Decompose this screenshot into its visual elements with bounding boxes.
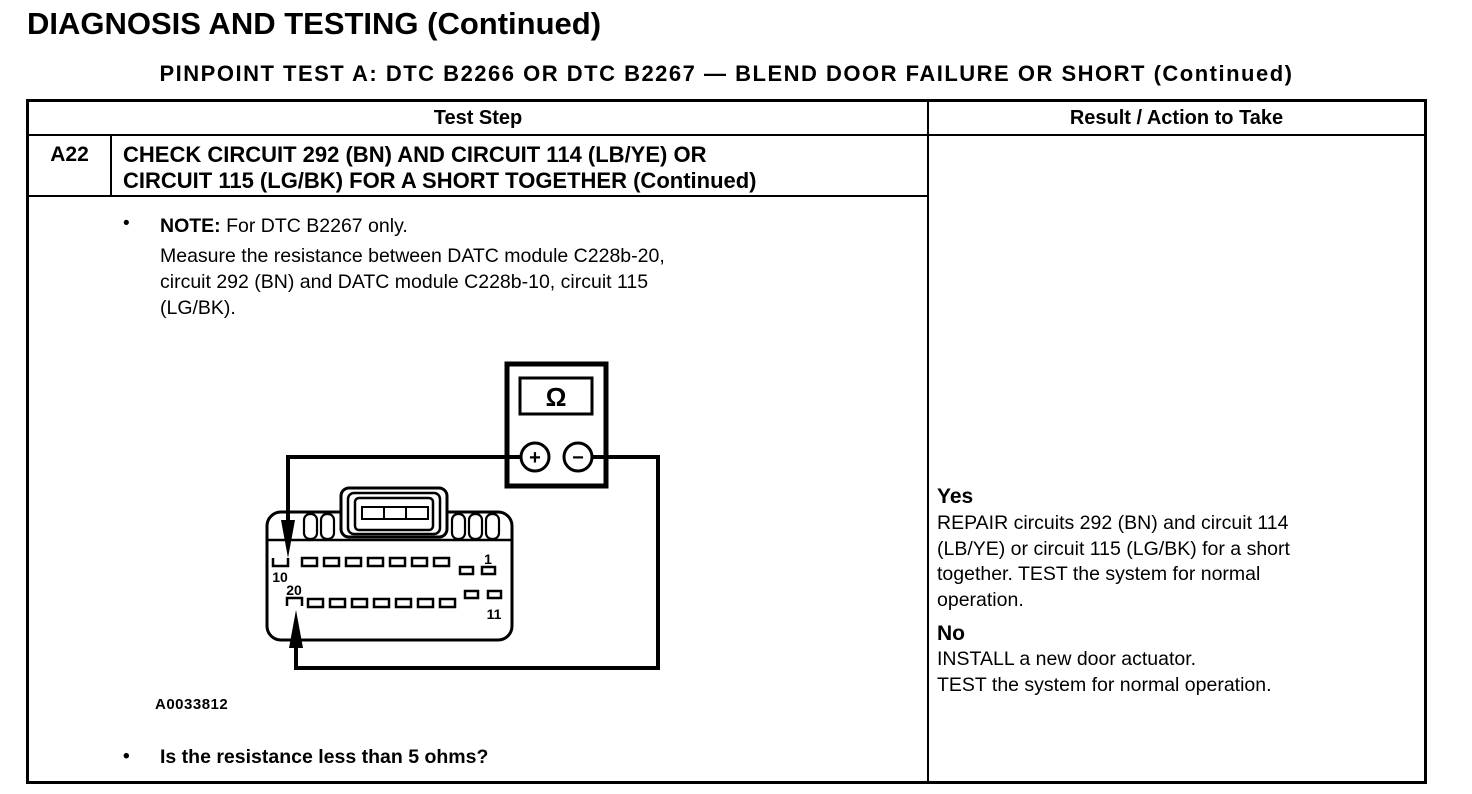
no-action-text: INSTALL a new door actuator. TEST the sy… [937,647,1272,698]
negative-terminal [562,441,594,473]
test-connection-diagram: 1 10 20 11 Ω + − [265,361,660,670]
pin10-slot [271,558,290,568]
pin1-label: 1 [484,551,492,567]
pin-slot [344,556,363,568]
pin20-label: 20 [286,582,302,598]
column-header-result-action: Result / Action to Take [929,102,1424,136]
note-text-block: NOTE: For DTC B2267 only. Measure the re… [160,213,700,321]
pin-slot [388,556,407,568]
no-label: No [937,622,965,645]
pin1-slot [480,565,497,576]
bullet-icon: • [123,213,130,234]
pin-slot [458,565,475,576]
minus-symbol: − [572,447,584,469]
pin-slot [300,556,319,568]
connector-rib [484,512,501,541]
pin20-slot [285,596,304,606]
pin10-label: 10 [272,569,288,585]
page-title: DIAGNOSIS AND TESTING (Continued) [27,6,602,41]
pin10-arrow-icon [281,520,295,558]
negative-lead-wire [294,455,660,670]
pin-slot [410,556,429,568]
instruction-text: Measure the resistance between DATC modu… [160,245,665,319]
pin-slot [372,597,391,609]
positive-terminal [519,441,551,473]
connector-rib [450,512,467,541]
step-header-row: A22 CHECK CIRCUIT 292 (BN) AND CIRCUIT 1… [29,136,927,197]
question-row: • Is the resistance less than 5 ohms? [123,746,488,769]
pin-slot [328,597,347,609]
connector-rib [302,512,319,541]
test-step-cell: A22 CHECK CIRCUIT 292 (BN) AND CIRCUIT 1… [29,136,929,781]
pin-slot [366,556,385,568]
pin-slot [432,556,451,568]
connector-rib [319,512,336,541]
result-action-cell: Yes REPAIR circuits 292 (BN) and circuit… [929,136,1424,781]
positive-lead-wire [286,455,521,522]
note-text: For DTC B2267 only. [226,215,408,237]
pin-slot [438,597,457,609]
no-action-line: INSTALL a new door actuator. [937,648,1197,670]
pin-slot [306,597,325,609]
pin11-label: 11 [487,606,502,622]
note-line: NOTE: For DTC B2267 only. [160,213,700,239]
question-text: Is the resistance less than 5 ohms? [160,746,489,768]
connector-rib [467,512,484,541]
pin-slot [394,597,413,609]
step-id: A22 [29,136,112,195]
figure-id: A0033812 [155,696,229,713]
pin20-arrow-icon [289,610,303,648]
plus-symbol: + [529,447,541,469]
pin-slot [350,597,369,609]
pin-slot [463,589,480,600]
pinpoint-test-table: Test Step Result / Action to Take A22 CH… [26,99,1427,784]
pin-slot [416,597,435,609]
note-row: • NOTE: For DTC B2267 only. Measure the … [123,213,700,321]
note-label: NOTE: [160,215,221,237]
pin11-slot [486,589,503,600]
pin-slots-bottom-row [285,589,503,609]
step-title: CHECK CIRCUIT 292 (BN) AND CIRCUIT 114 (… [123,142,757,193]
pin-slots-top-row [271,556,497,576]
no-action-line: TEST the system for normal operation. [937,673,1272,696]
connector-latch [339,486,449,539]
ohmmeter-display [518,376,594,416]
yes-action-text: REPAIR circuits 292 (BN) and circuit 114… [937,512,1290,611]
column-header-test-step: Test Step [29,102,929,136]
section-title: PINPOINT TEST A: DTC B2266 OR DTC B2267 … [159,61,1294,86]
omega-symbol: Ω [546,382,567,412]
yes-label: Yes [937,485,974,508]
bullet-icon: • [123,746,130,767]
pin-slot [322,556,341,568]
